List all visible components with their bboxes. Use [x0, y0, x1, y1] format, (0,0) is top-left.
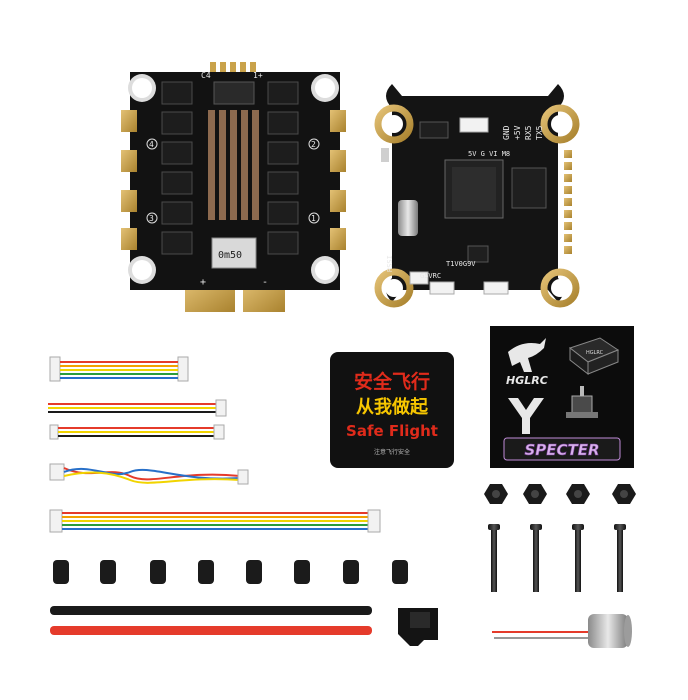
lock-nuts: [484, 484, 636, 504]
esc-silk-1plus: 1+: [253, 71, 263, 80]
cable-harness-long: [49, 509, 381, 533]
esc-top-pads: [210, 62, 256, 72]
dino-logo-icon: [508, 338, 546, 372]
esc-top-chip: [213, 81, 255, 105]
esc-board: C4 1+: [121, 62, 346, 312]
fc-bottom-connector-2: [429, 281, 455, 295]
svg-text:TX5: TX5: [535, 125, 544, 140]
fc-baro-chip: [467, 245, 489, 263]
motor-icon: [566, 386, 598, 418]
sticker-brand: HGLRC HGLRC SPECTER: [490, 326, 634, 468]
esc-silk-c4: C4: [201, 71, 211, 80]
fc-bottom-connector-1: [409, 271, 429, 285]
xt-power-connector: [398, 608, 438, 646]
electrolytic-capacitor: [492, 614, 632, 648]
svg-text:2: 2: [311, 140, 316, 149]
power-wire-red: [50, 626, 372, 635]
fc-box-icon: HGLRC: [568, 337, 620, 376]
y-logo-icon: [508, 398, 544, 434]
sticker-fine-print: 注意飞行安全: [374, 448, 410, 456]
fc-g5vrc-label: G5VRC: [420, 272, 441, 280]
esc-pad-numbers: 4 2 3 1: [146, 138, 320, 224]
esc-mount-holes: [128, 74, 339, 284]
svg-text:3: 3: [149, 214, 154, 223]
svg-text:4: 4: [149, 140, 154, 149]
fc-usb-c-port: [398, 200, 418, 236]
long-screws: [488, 524, 626, 592]
specter-logo-text: SPECTER: [524, 441, 599, 459]
rubber-grommets: [53, 560, 408, 584]
sticker-safe-flight: 安全飞行 从我做起 Safe Flight 注意飞行安全: [330, 352, 454, 468]
fc-mount-rings: [374, 104, 580, 308]
sticker-line-3: Safe Flight: [346, 422, 438, 440]
esc-shunt-resistor: [211, 237, 257, 269]
cable-harness-1: [49, 356, 189, 382]
svg-text:+5V: +5V: [513, 125, 522, 140]
esc-shunt-label: 0m50: [218, 250, 242, 261]
cable-harness-3: [49, 424, 225, 440]
fc-bottom-label: T1V0G9V: [446, 260, 476, 268]
fc-top-connector: [459, 117, 489, 133]
esc-mosfets-left: [161, 81, 193, 255]
esc-minus-label: -: [262, 277, 268, 288]
svg-text:HGLRC: HGLRC: [586, 350, 604, 356]
sticker-line-1: 安全飞行: [354, 370, 430, 393]
cable-twisted: [49, 463, 249, 485]
fc-small-chip: [419, 121, 449, 139]
fc-side-pads: [564, 150, 572, 254]
fc-rssi-label: RSSI: [386, 255, 394, 272]
cable-harness-2: [48, 399, 227, 417]
esc-motor-pads: [121, 110, 346, 250]
svg-text:RX5: RX5: [524, 125, 533, 140]
fc-bottom-connector-3: [483, 281, 509, 295]
esc-mosfets-right: [267, 81, 299, 255]
sticker-line-2: 从我做起: [356, 396, 429, 418]
esc-capacitor-bank: [208, 110, 259, 220]
specter-logo-frame: [503, 437, 621, 461]
fc-osd-chip: [511, 167, 547, 209]
brand-name: HGLRC: [506, 374, 548, 387]
fc-boot-button: [381, 148, 389, 162]
power-wire-black: [50, 606, 372, 615]
svg-text:5V G VI M8: 5V G VI M8: [468, 150, 510, 158]
esc-plus-label: +: [200, 277, 206, 288]
svg-text:GND: GND: [502, 125, 511, 140]
fc-pin-labels: TX5 RX5 +5V GND 5V G VI M8: [468, 125, 544, 158]
fc-mcu-core: [452, 167, 496, 211]
svg-text:1: 1: [311, 214, 316, 223]
flight-controller-board: TX5 RX5 +5V GND 5V G VI M8 T1V0G9V: [374, 84, 580, 308]
